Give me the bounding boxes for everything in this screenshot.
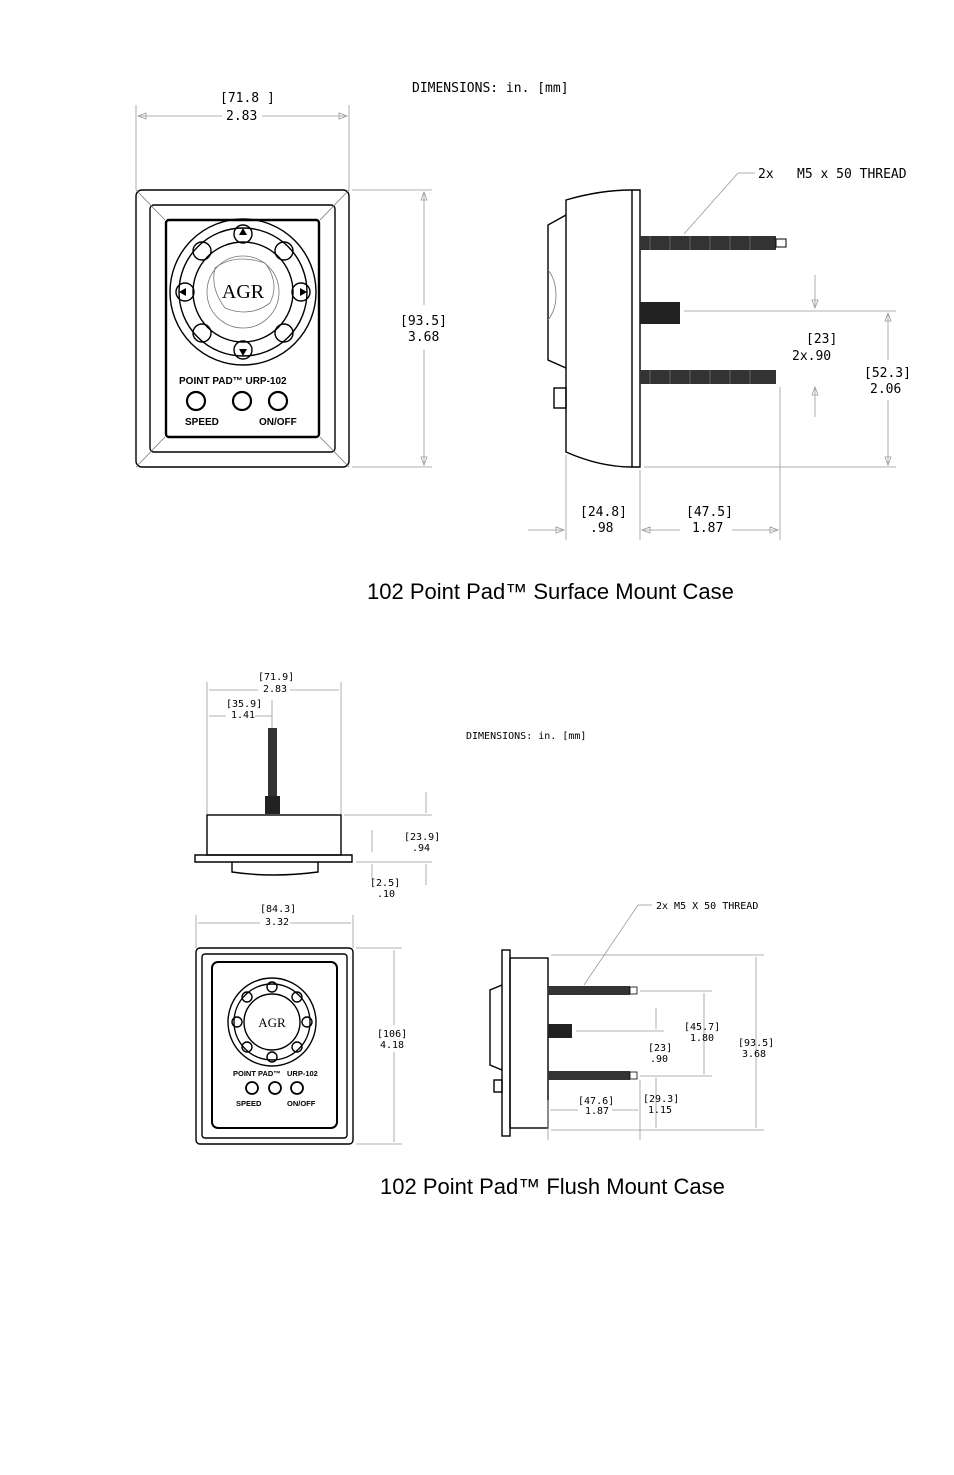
flush-dim-frontwidth-in: 3.32 [265,917,289,928]
flush-thread-note: 2x M5 X 50 THREAD [656,901,758,912]
surface-onoff-label: ON/OFF [259,417,297,428]
surface-housing [135,189,350,468]
surface-dim-height-mm: [93.5] [400,314,447,329]
flush-dim-topwidth-mm: [71.9] [258,672,294,683]
flush-dim-threadlen-in: 1.87 [585,1106,609,1117]
surface-dimensions-note: DIMENSIONS: in. [mm] [412,81,569,96]
flush-dim-center-in: 1.41 [231,710,255,721]
flush-speed-label: SPEED [236,1099,262,1108]
surface-dim-spacing-mm: [23] [806,332,837,347]
surface-dim-spacing-in: 2x.90 [792,349,831,364]
flush-dim-frontwidth-mm: [84.3] [260,904,296,915]
center-button[interactable] [231,390,253,412]
flush-center-stud [548,1024,572,1038]
flush-caption: 102 Point Pad™ Flush Mount Case [380,1174,725,1199]
flush-dim-center-mm: [35.9] [226,699,262,710]
flush-product-label-a: POINT PAD™ [233,1069,281,1078]
logo-icon: AGR [222,281,265,303]
flush-side-view: 2x M5 X 50 THREAD [45.7] 1.80 [23] .90 [… [489,901,774,1140]
flush-dim-threadlen-mm: [47.6] [578,1096,614,1107]
flush-thread-bolt-lower [548,1071,630,1080]
surface-dim-width-mm: [71.8 ] [220,91,275,106]
speed-button[interactable] [185,390,207,412]
surface-thread-note: M5 x 50 THREAD [797,167,907,182]
flush-onoff-button[interactable] [290,1081,304,1095]
flush-top-bolt [268,728,277,796]
flush-top-view: [71.9] 2.83 [35.9] 1.41 [23.9] .94 [2.5]… [194,672,440,900]
surface-dim-threadlen-mm: [47.5] [686,505,733,520]
flush-dim-flange-in: .10 [377,889,395,900]
flush-product-label-b: URP-102 [287,1069,318,1078]
surface-dim-offset-in: 2.06 [870,382,901,397]
surface-dim-offset-mm: [52.3] [864,366,911,381]
flush-thread-bolt-upper [548,986,630,995]
surface-face-panel [164,218,321,439]
flush-face-panel [211,961,338,1129]
flush-top-body [206,814,342,856]
flush-onoff-label: ON/OFF [287,1099,316,1108]
flush-dim-spacing-in: 1.80 [690,1033,714,1044]
flush-dim-topwidth-in: 2.83 [263,684,287,695]
flush-dim-frontheight-mm: [106] [377,1029,407,1040]
flush-dimensions-note: DIMENSIONS: in. [mm] [466,731,586,742]
flush-dim-topheight-mm: [23.9] [404,832,440,843]
flush-speed-button[interactable] [245,1081,259,1095]
surface-caption: 102 Point Pad™ Surface Mount Case [367,579,734,604]
surface-front-view: [71.8 ] 2.83 AGR POINT PAD™ URP-102 [135,91,447,468]
flush-dim-total-mm: [93.5] [738,1038,774,1049]
flush-side-flange [501,949,511,1137]
flush-dim-mid-in: .90 [650,1054,668,1065]
flush-dim-spacing-mm: [45.7] [684,1022,720,1033]
surface-side-view: 2x M5 x 50 THREAD [23] 2x.90 [528,167,911,540]
surface-side-body [565,189,641,468]
flush-dim-topheight-in: .94 [412,843,430,854]
surface-product-label: POINT PAD™ URP-102 [179,376,287,387]
flush-dim-mid-mm: [23] [648,1043,672,1054]
surface-dim-depth-mm: [24.8] [580,505,627,520]
thread-bolt-lower [640,370,776,384]
flush-housing [195,947,354,1145]
surface-thread-prefix: 2x [758,167,774,182]
surface-dim-height-in: 3.68 [408,330,439,345]
flush-dim-lower-mm: [29.3] [643,1094,679,1105]
surface-dim-threadlen-in: 1.87 [692,521,723,536]
surface-speed-label: SPEED [185,417,219,428]
flush-front-view: [84.3] 3.32 AGR POINT PAD™ URP-102 SPEED… [195,904,407,1145]
flush-logo-icon: AGR [258,1015,286,1030]
surface-dim-depth-in: .98 [590,521,613,536]
flush-center-button[interactable] [268,1081,282,1095]
flush-dim-frontheight-in: 4.18 [380,1040,404,1051]
flush-dim-lower-in: 1.15 [648,1105,672,1116]
surface-dim-width-in: 2.83 [226,109,257,124]
thread-bolt-upper [640,236,776,250]
flush-keypad: AGR [227,977,317,1067]
center-stud [640,302,680,324]
flush-dim-flange-mm: [2.5] [370,878,400,889]
surface-keypad: AGR [169,218,317,366]
onoff-button[interactable] [267,390,289,412]
flush-dim-total-in: 3.68 [742,1049,766,1060]
